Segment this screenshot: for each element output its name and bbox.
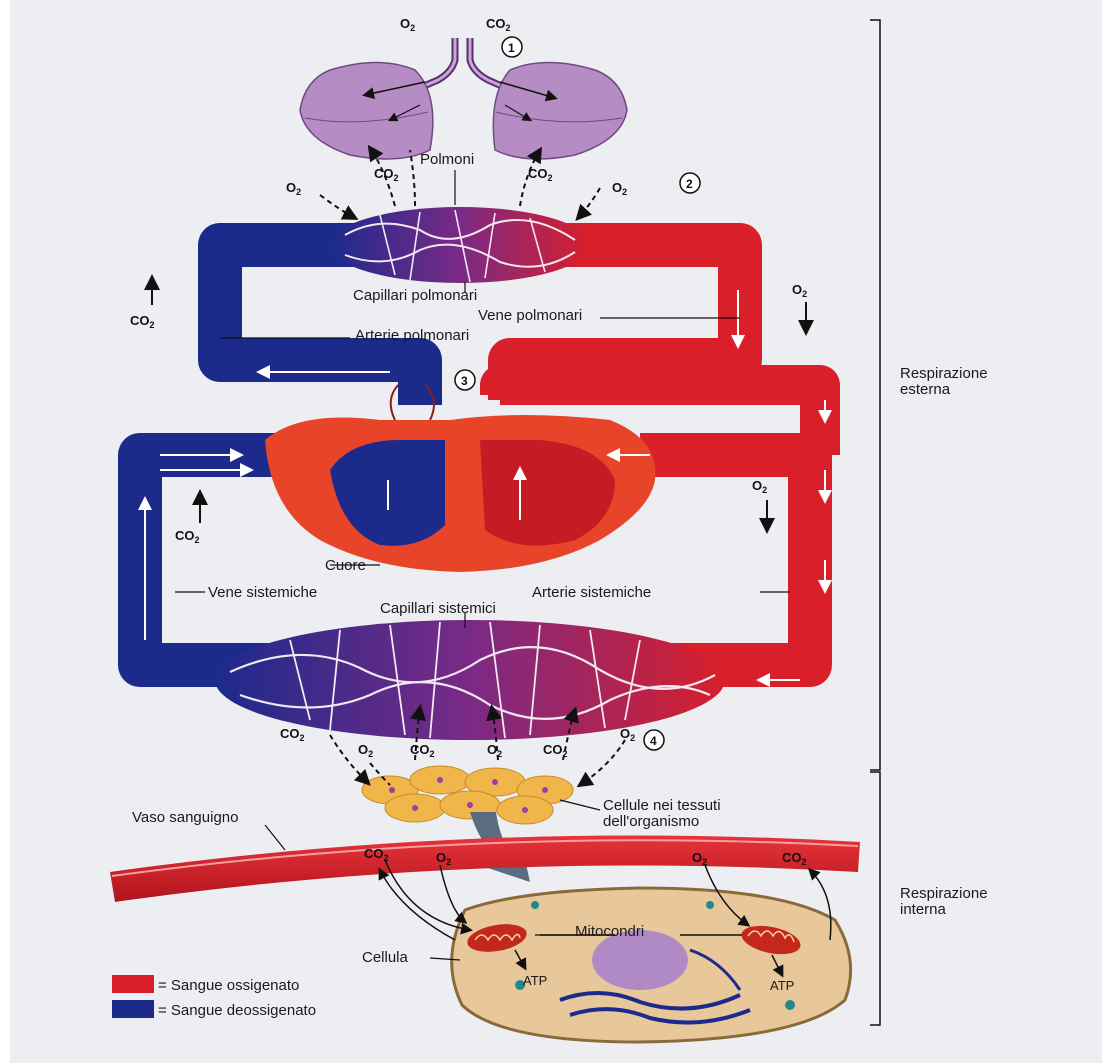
gas-o2-lung-right: O2: [612, 180, 627, 197]
label-systemic-veins: Vene sistemiche: [208, 584, 317, 601]
label-mitochondria: Mitocondri: [575, 923, 644, 940]
step-2: 2: [686, 177, 693, 191]
gas-co2-top: CO2: [486, 16, 511, 33]
lungs: [300, 38, 627, 159]
legend-swatch-oxygenated: [112, 975, 154, 993]
label-pulmonary-capillaries: Capillari polmonari: [353, 287, 477, 304]
label-external-resp-1: Respirazione: [900, 365, 988, 382]
label-internal-resp-2: interna: [900, 901, 947, 918]
step-1: 1: [508, 41, 515, 55]
systemic-capillary-bed: [215, 620, 725, 740]
label-heart: Cuore: [325, 557, 366, 574]
label-cell: Cellula: [362, 949, 409, 966]
label-atp-right: ATP: [770, 978, 794, 993]
legend-swatch-deoxygenated: [112, 1000, 154, 1018]
label-blood-vessel: Vaso sanguigno: [132, 809, 238, 826]
pulmonary-capillaries: [330, 207, 590, 283]
gas-o2-systemic: O2: [752, 478, 767, 495]
label-systemic-capillaries: Capillari sistemici: [380, 600, 496, 617]
step-3: 3: [461, 374, 468, 388]
gas-o2-lung-left: O2: [286, 180, 301, 197]
gas-co2-pulmonary: CO2: [130, 313, 155, 330]
gas-o2-tissue-1: O2: [358, 742, 373, 759]
gas-co2-tissue-1: CO2: [280, 726, 305, 743]
legend-oxygenated: = Sangue ossigenato: [158, 977, 299, 994]
gas-co2-tissue-2: CO2: [410, 742, 435, 759]
gas-co2-tissue-3: CO2: [543, 742, 568, 759]
internal-respiration-bracket: [870, 772, 880, 1025]
label-body-cells-2: dell'organismo: [603, 813, 699, 830]
label-atp-left: ATP: [523, 973, 547, 988]
gas-co2-lung-right: CO2: [528, 166, 553, 183]
gas-o2-tissue-2: O2: [487, 742, 502, 759]
label-pulmonary-arteries: Arterie polmonari: [355, 327, 469, 344]
dashed-arrow-o2-left: [320, 195, 355, 218]
gas-o2-top: O2: [400, 16, 415, 33]
step-4: 4: [650, 734, 657, 748]
label-internal-resp-1: Respirazione: [900, 885, 988, 902]
right-lung: [493, 63, 627, 160]
gas-co2-systemic: CO2: [175, 528, 200, 545]
label-lungs: Polmoni: [420, 151, 474, 168]
gas-o2-pulmonary: O2: [792, 282, 807, 299]
label-systemic-arteries: Arterie sistemiche: [532, 584, 651, 601]
blood-vessel-band: [110, 835, 860, 902]
tissue-cells: [362, 766, 573, 824]
gas-co2-lung-left: CO2: [374, 166, 399, 183]
label-body-cells-1: Cellule nei tessuti: [603, 797, 721, 814]
label-external-resp-2: esterna: [900, 381, 951, 398]
cell-body: [452, 888, 851, 1042]
legend: = Sangue ossigenato = Sangue deossigenat…: [112, 975, 316, 1019]
heart: [265, 385, 655, 572]
label-pulmonary-veins: Vene polmonari: [478, 307, 582, 324]
external-respiration-bracket: [870, 20, 880, 770]
legend-deoxygenated: = Sangue deossigenato: [158, 1002, 316, 1019]
systemic-capillaries: [215, 620, 725, 740]
left-lung: [300, 63, 433, 160]
gas-o2-tissue-3: O2: [620, 726, 635, 743]
